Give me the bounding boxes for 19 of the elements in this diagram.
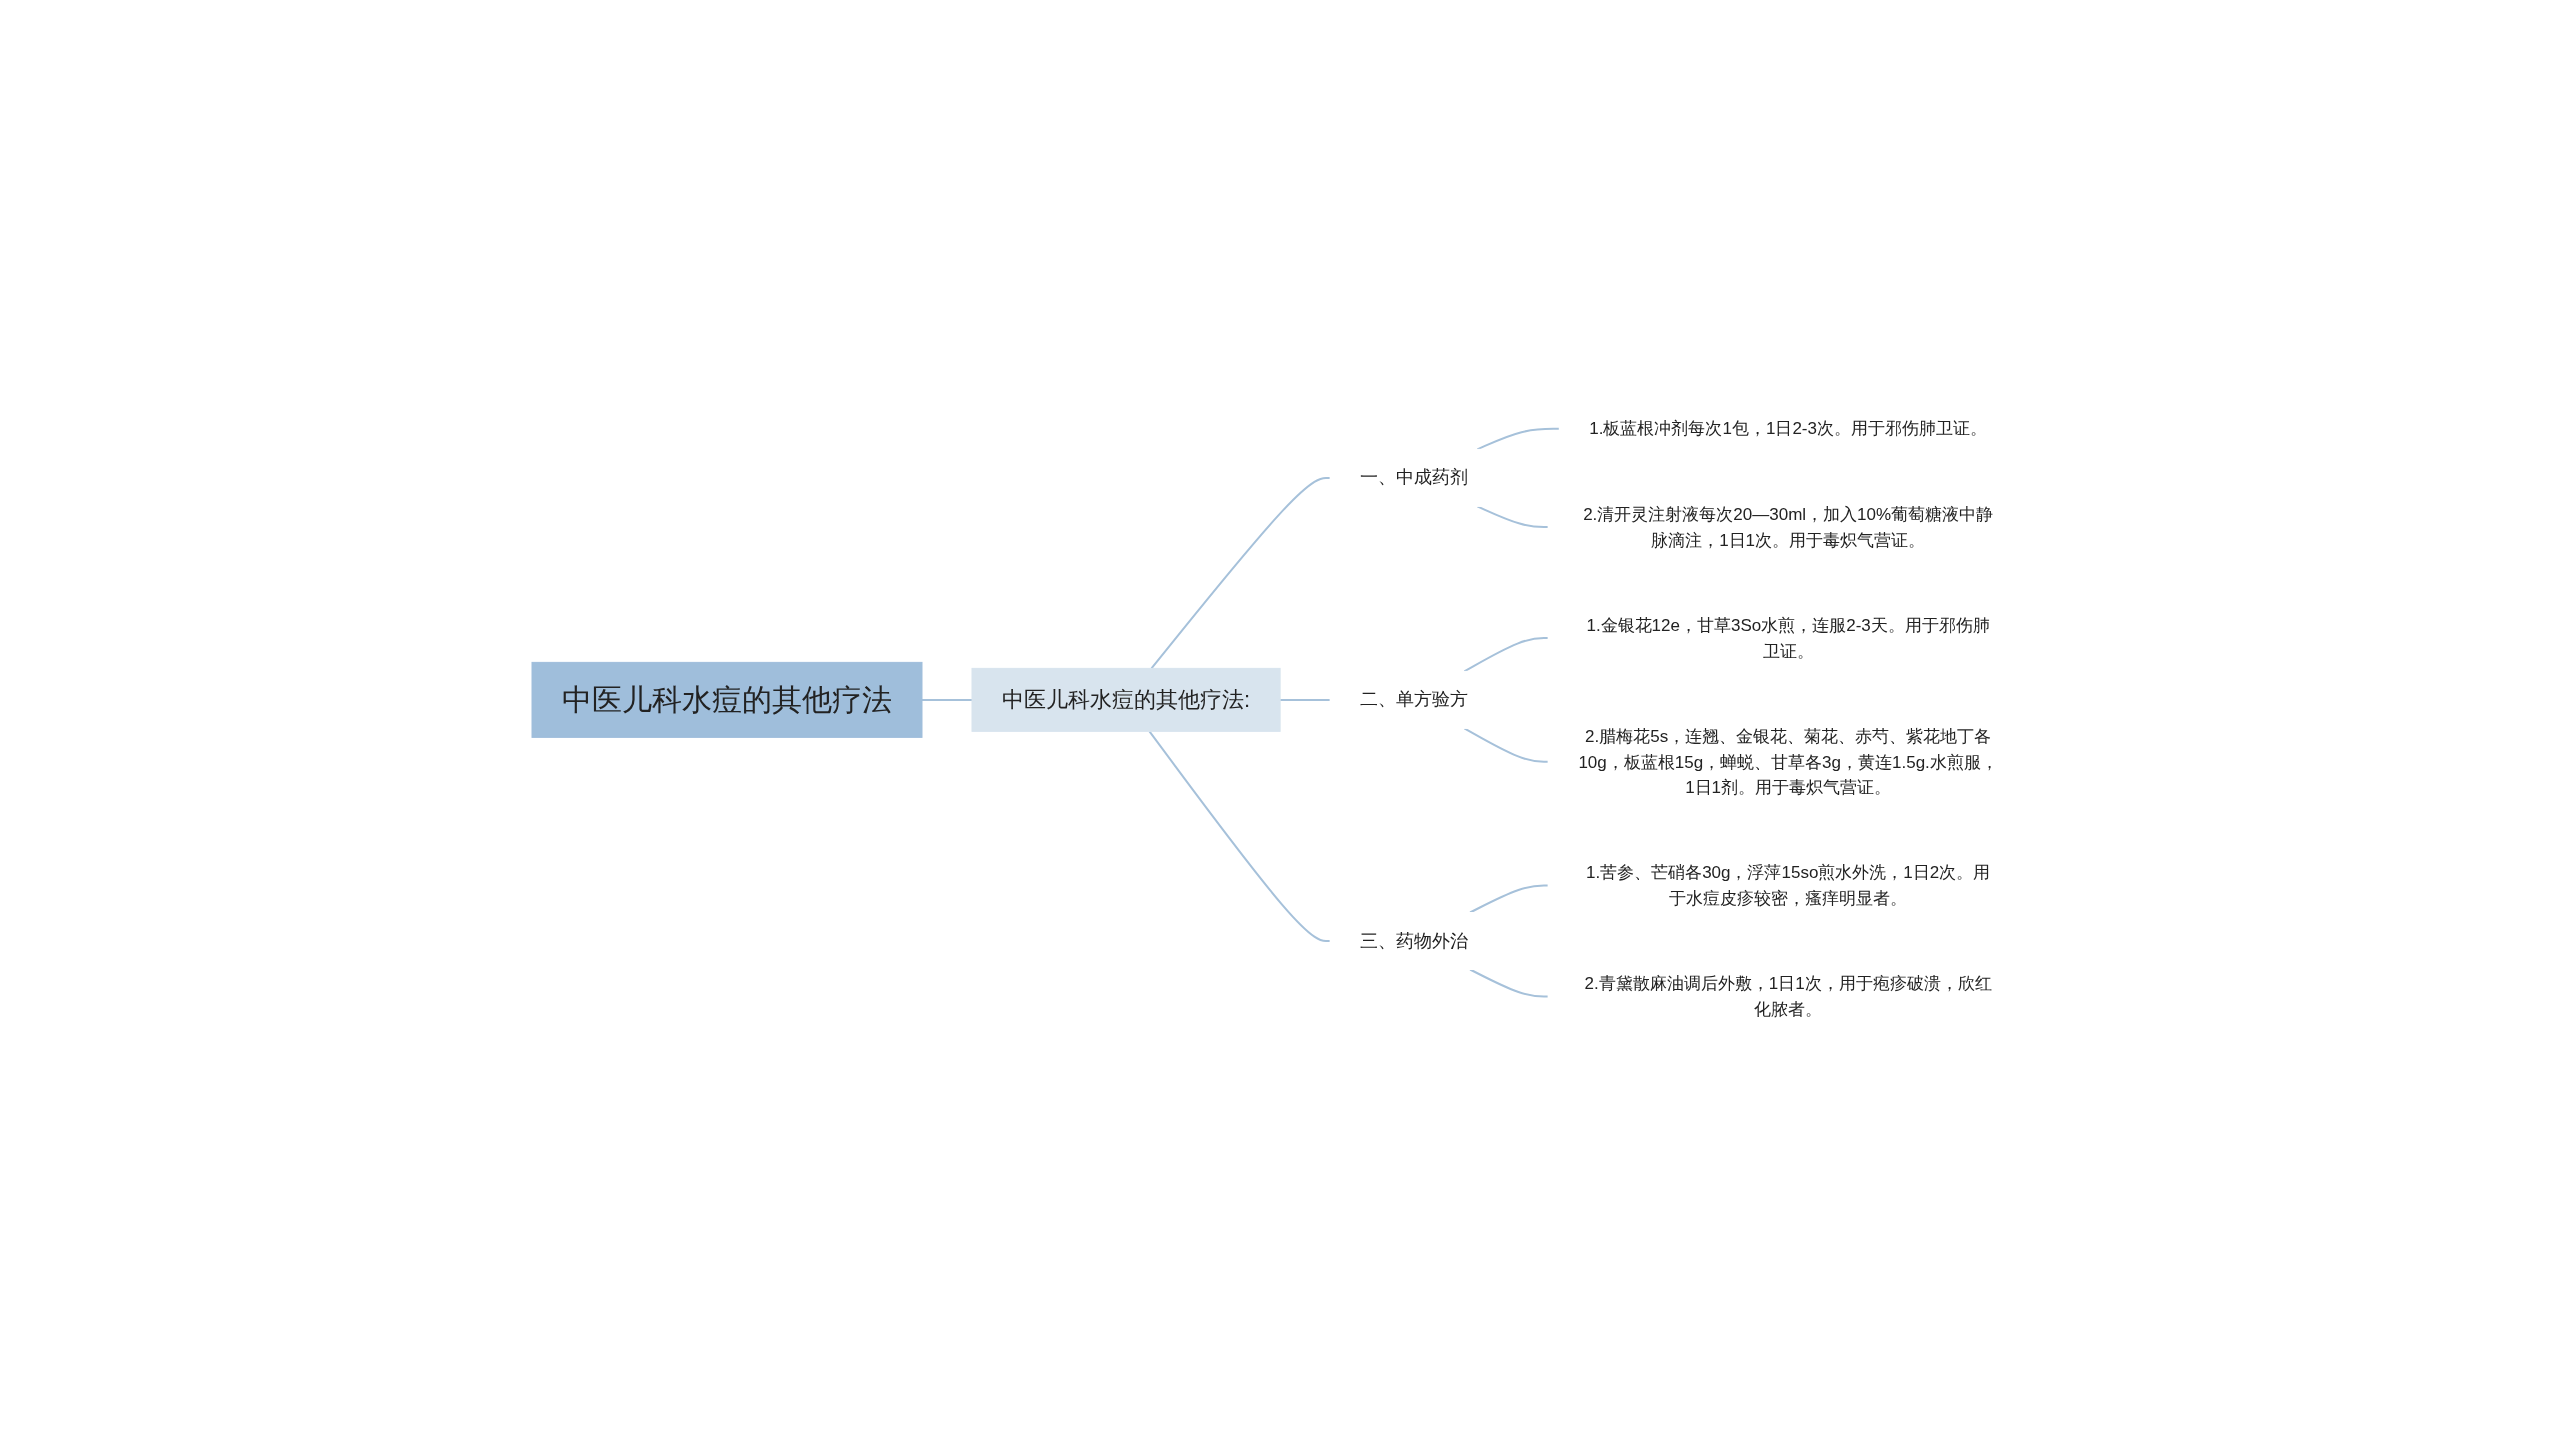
connector xyxy=(1150,476,1332,669)
connector xyxy=(1469,884,1550,913)
node-text: 一、中成药剂 xyxy=(1360,466,1469,487)
node-text: 2.青黛散麻油调后外敷，1日1次，用于疱疹破溃，欣红化脓者。 xyxy=(1584,973,1992,1018)
connector xyxy=(1476,504,1550,528)
connector xyxy=(920,698,973,701)
node-text: 二、单方验方 xyxy=(1360,688,1469,709)
node-text: 三、药物外治 xyxy=(1360,930,1469,950)
connector xyxy=(1279,698,1332,701)
node-text: 1.金银花12e，甘草3So水煎，连服2-3天。用于邪伤肺卫证。 xyxy=(1586,615,1990,660)
node-text: 1.苦参、芒硝各30g，浮萍15so煎水外洗，1日2次。用于水痘皮疹较密，瘙痒明显者。 xyxy=(1585,862,1991,907)
connector xyxy=(1469,968,1550,997)
node-text: 1.板蓝根冲剂每次1包，1日2-3次。用于邪伤肺卫证。 xyxy=(1589,418,1987,438)
node-text: 2.清开灵注射液每次20—30ml，加入10%葡萄糖液中静脉滴注，1日1次。用于毒炽气营证。 xyxy=(1583,504,1994,549)
node-box: 中医儿科水痘的其他疗法 xyxy=(531,661,923,738)
connector xyxy=(1148,729,1332,942)
node-box: 中医儿科水痘的其他疗法: xyxy=(971,667,1281,732)
node-text: 2.腊梅花5s，连翘、金银花、菊花、赤芍、紫花地丁各10g，板蓝根15g，蝉蜕、甘草各3g，黄连1.5g.水煎服，1日1剂。用于毒炽气营证。 xyxy=(1578,726,1998,796)
connector xyxy=(1463,726,1550,763)
